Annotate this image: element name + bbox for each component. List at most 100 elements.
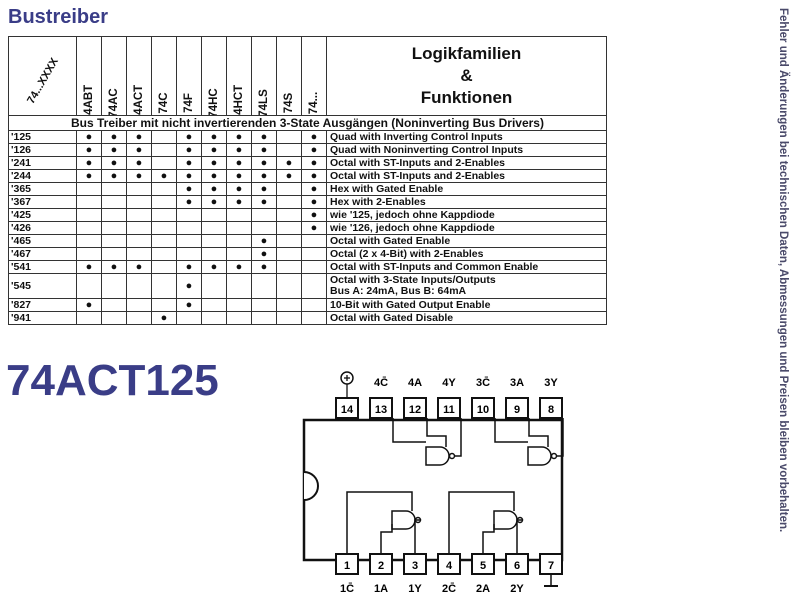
function-description: 10-Bit with Gated Output Enable [326,298,607,312]
part-suffix: '941 [8,311,77,325]
empty-cell [176,208,202,222]
wire [392,418,426,443]
availability-dot: ● [101,143,127,157]
availability-dot: ● [101,130,127,144]
empty-cell [201,221,227,235]
availability-dot: ● [251,143,277,157]
empty-cell [126,247,152,261]
family-header-5: 74HC [201,36,227,116]
table-row: '126●●●●●●●●Quad with Noninverting Contr… [8,143,607,157]
pin-box [403,397,427,419]
table-row: '827●●10-Bit with Gated Output Enable [8,298,607,312]
availability-dot: ● [201,143,227,157]
pin-label: 1C̄ [340,583,354,595]
chip-notch [303,471,319,501]
pin-14: 14Vcc [335,371,359,419]
empty-cell [301,234,327,248]
empty-cell [151,260,177,274]
vcc-icon [340,371,354,398]
empty-cell [251,208,277,222]
empty-cell [151,143,177,157]
availability-dot: ● [251,234,277,248]
empty-cell [176,234,202,248]
empty-cell [101,182,127,196]
part-suffix: '365 [8,182,77,196]
part-suffix: '241 [8,156,77,170]
part-suffix: '426 [8,221,77,235]
availability-dot: ● [251,260,277,274]
description-line: Hex with Gated Enable [330,182,444,195]
availability-dot: ● [226,143,252,157]
availability-dot: ● [176,143,202,157]
availability-dot: ● [126,156,152,170]
pin-number: 7 [548,560,554,572]
availability-dot: ● [276,169,302,183]
function-description: Octal with Gated Enable [326,234,607,248]
pin-box [437,397,461,419]
family-label: 74HC [208,88,220,116]
empty-cell [126,208,152,222]
availability-dot: ● [101,169,127,183]
family-label: 74LS [258,89,270,116]
disclaimer-sidebar: Fehler und Änderungen bei technischen Da… [770,8,796,593]
empty-cell [176,221,202,235]
availability-dot: ● [251,169,277,183]
availability-dot: ● [76,156,102,170]
empty-cell [151,273,177,299]
availability-dot: ● [126,260,152,274]
empty-cell [276,143,302,157]
availability-dot: ● [301,208,327,222]
empty-cell [276,195,302,209]
empty-cell [226,247,252,261]
empty-cell [76,273,102,299]
empty-cell [276,130,302,144]
availability-dot: ● [151,311,177,325]
availability-dot: ● [126,169,152,183]
function-description: wie '126, jedoch ohne Kappdiode [326,221,607,235]
function-description: Octal with ST-Inputs and Common Enable [326,260,607,274]
availability-dot: ● [201,156,227,170]
empty-cell [301,311,327,325]
empty-cell [226,208,252,222]
availability-dot: ● [251,182,277,196]
availability-dot: ● [76,143,102,157]
empty-cell [76,208,102,222]
description-line: Octal with Gated Enable [330,234,451,247]
pin-number: 4 [446,560,453,572]
availability-dot: ● [226,260,252,274]
availability-dot: ● [301,195,327,209]
family-label: 74ACT [133,84,145,116]
pin-number: 14 [341,404,354,416]
pin-box [505,553,529,575]
pin-label: 3A [510,377,524,389]
wire [380,524,393,554]
availability-dot: ● [226,182,252,196]
pin-number: 1 [344,560,350,572]
availability-dot: ● [201,195,227,209]
pin-9: 93A [505,377,529,419]
availability-dot: ● [126,143,152,157]
description-line: Octal (2 x 4-Bit) with 2-Enables [330,247,484,260]
pin-box [539,397,563,419]
family-header-7: 74LS [251,36,277,116]
functions-header-line: & [460,66,473,85]
family-header-8: 74S [276,36,302,116]
empty-cell [201,311,227,325]
empty-cell [276,247,302,261]
availability-dot: ● [251,130,277,144]
function-description: Octal with Gated Disable [326,311,607,325]
wire [556,418,564,457]
description-line: Quad with Inverting Control Inputs [330,130,503,143]
family-header-9: 74... [301,36,327,116]
availability-dot: ● [226,169,252,183]
pin-label: 2A [476,583,490,595]
empty-cell [201,234,227,248]
availability-dot: ● [76,130,102,144]
family-label: 74C [158,92,170,114]
page-title: Bustreiber [8,6,109,28]
